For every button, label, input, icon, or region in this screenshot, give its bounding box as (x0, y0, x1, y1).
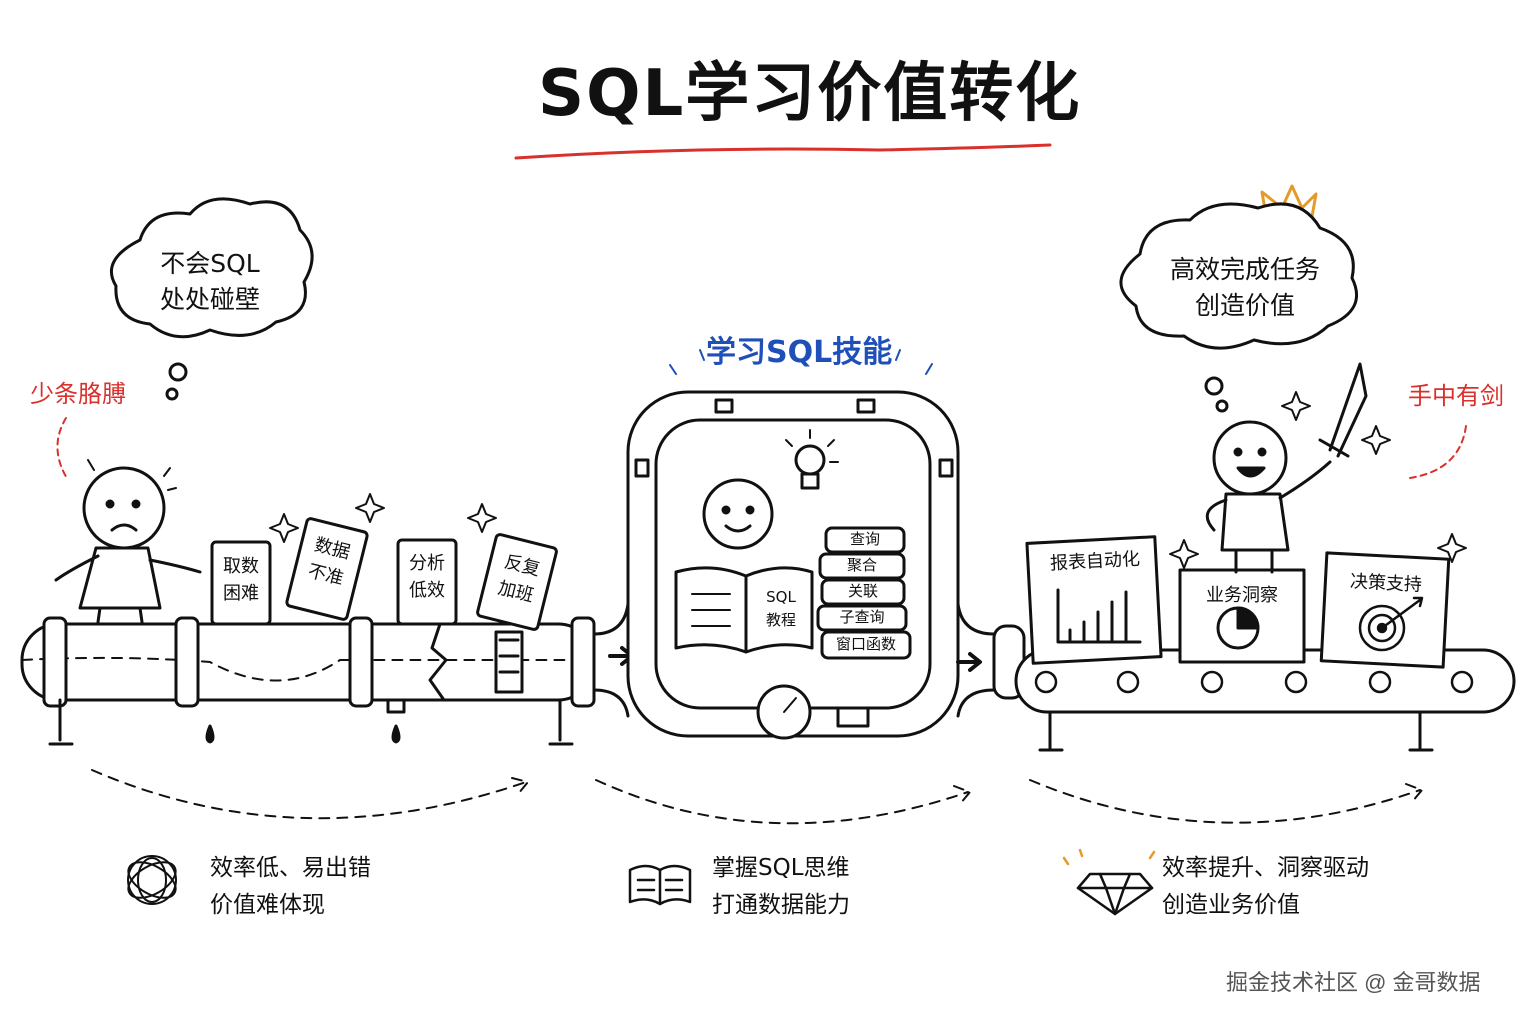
flow-arrow-1 (91, 769, 529, 820)
book-line2: 教程 (765, 610, 796, 629)
sparkle-icon (269, 513, 299, 543)
left-caption-line2: 价值难体现 (210, 891, 325, 918)
middle-caption-line2: 打通数据能力 (712, 891, 850, 918)
book-cover-text: SQL 教程 (754, 586, 808, 631)
card-frame-2 (285, 517, 369, 621)
right-caption-line1: 效率提升、洞察驱动 (1162, 855, 1369, 881)
topic-window-functions: 窗口函数 (835, 635, 896, 653)
sparkle-icon (355, 493, 385, 523)
topic-aggregate: 聚合 (846, 556, 877, 574)
page-title: SQL学习价值转化 (538, 57, 1082, 131)
bar-chart-icon (1056, 588, 1142, 644)
sparkle-icon (1361, 425, 1391, 455)
sword-icon (1318, 362, 1368, 458)
card-frame-4 (476, 533, 558, 631)
sad-person (54, 459, 202, 624)
learning-machine (592, 349, 996, 740)
sparkle-icon (467, 503, 497, 533)
left-thought-line2: 处处碰壁 (159, 285, 260, 315)
topic-query: 查询 (849, 530, 880, 548)
broken-pipe (20, 616, 596, 746)
right-caption-line2: 创造业务价值 (1162, 891, 1300, 918)
left-side-note: 少条胳膊 (30, 380, 126, 408)
topic-subquery: 子查询 (839, 608, 885, 626)
flow-arrow-2 (595, 779, 971, 825)
card-frame-3 (396, 538, 458, 626)
left-card-1: 取数 困难 (223, 556, 259, 604)
flow-arrow-3 (1029, 779, 1423, 824)
book-icon (628, 864, 692, 906)
arrow-to-right (956, 652, 982, 672)
tangle-icon (127, 855, 177, 905)
sparkle-icon (1169, 539, 1199, 569)
middle-heading: 学习SQL技能 (706, 335, 893, 370)
middle-caption-line1: 掌握SQL思维 (712, 855, 850, 881)
book-line1: SQL (766, 588, 796, 606)
sparkle-icon (1437, 533, 1467, 563)
happy-person (1205, 420, 1332, 574)
left-thought-cloud (110, 197, 314, 401)
watermark: 掘金技术社区 @ 金哥数据 (1226, 970, 1481, 995)
red-dashed-arrow-right (1409, 425, 1467, 479)
diamond-icon (1062, 848, 1156, 916)
left-card-3: 分析 低效 (409, 553, 445, 601)
left-thought-line1: 不会SQL (160, 249, 260, 278)
card-frame-report (1025, 535, 1163, 665)
right-thought-line2: 创造价值 (1194, 291, 1295, 321)
right-thought-cloud (1119, 202, 1358, 413)
left-caption-line1: 效率低、易出错 (210, 855, 371, 881)
right-caption: 效率提升、洞察驱动 创造业务价值 (1162, 850, 1369, 924)
target-icon (1358, 596, 1424, 652)
topic-join: 关联 (847, 582, 878, 600)
right-card-insight: 业务洞察 (1206, 585, 1278, 606)
red-dashed-arrow-left (56, 417, 69, 481)
right-side-note: 手中有剑 (1408, 382, 1504, 410)
left-caption: 效率低、易出错 价值难体现 (210, 850, 371, 924)
right-thought-text: 高效完成任务 创造价值 (1150, 252, 1340, 325)
sparkle-icon (1281, 391, 1311, 421)
left-thought-text: 不会SQL 处处碰壁 (150, 246, 270, 319)
card-frame-1 (210, 540, 272, 626)
right-thought-line1: 高效完成任务 (1169, 255, 1320, 284)
middle-caption: 掌握SQL思维 打通数据能力 (712, 850, 850, 924)
lightbulb-icon (785, 429, 839, 490)
title-underline (514, 143, 1052, 160)
